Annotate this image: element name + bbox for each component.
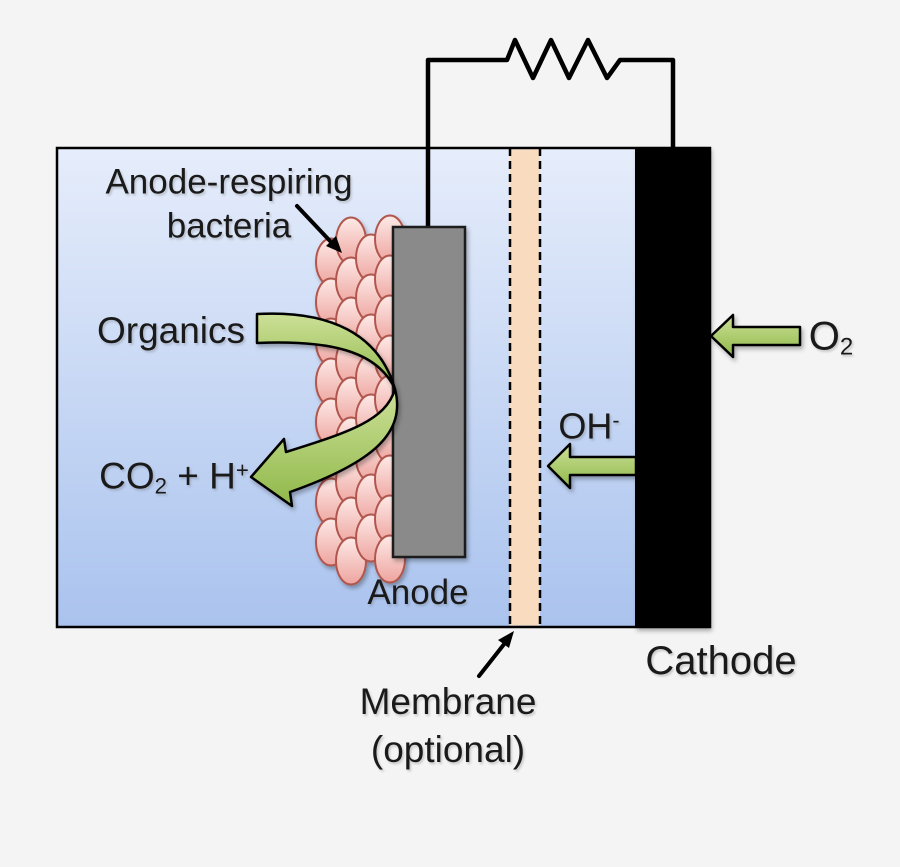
label-membrane-line2: (optional)	[370, 729, 526, 770]
co2-flow-arrow	[249, 387, 399, 508]
membrane-pointer-arrow	[477, 631, 514, 678]
oh-base-text: OH	[558, 405, 613, 447]
label-anode: Anode	[367, 573, 469, 613]
label-bacteria-line2: bacteria	[166, 206, 292, 245]
bacteria-pointer-arrow	[295, 204, 342, 253]
o2-subscript: 2	[839, 333, 854, 361]
label-cathode: Cathode	[645, 639, 797, 683]
oh-superscript: -	[612, 407, 620, 433]
label-bacteria-line1: Anode-respiring	[105, 162, 353, 202]
label-membrane-line1: Membrane	[359, 680, 537, 722]
resistor-circuit-wire	[425, 37, 676, 235]
membrane-strip	[510, 149, 540, 626]
co2-subscript: 2	[154, 473, 167, 499]
label-organics: Organics	[96, 309, 246, 351]
label-o2: O2	[809, 311, 853, 362]
oh-flow-arrow	[546, 442, 638, 490]
o2-base-text: O	[808, 314, 840, 359]
o2-flow-arrow	[709, 313, 802, 359]
h-superscript: +	[235, 457, 249, 483]
cathode-electrode	[635, 147, 710, 628]
label-membrane-optional: Membrane (optional)	[360, 678, 537, 774]
anode-electrode	[391, 225, 467, 559]
label-co2-h: CO2 + H+	[99, 454, 249, 501]
label-anode-respiring-bacteria: Anode-respiring bacteria	[105, 160, 352, 248]
co2-base-text: CO	[99, 455, 155, 497]
label-oh: OH-	[558, 404, 619, 449]
co2-mid-text: + H	[166, 455, 236, 497]
